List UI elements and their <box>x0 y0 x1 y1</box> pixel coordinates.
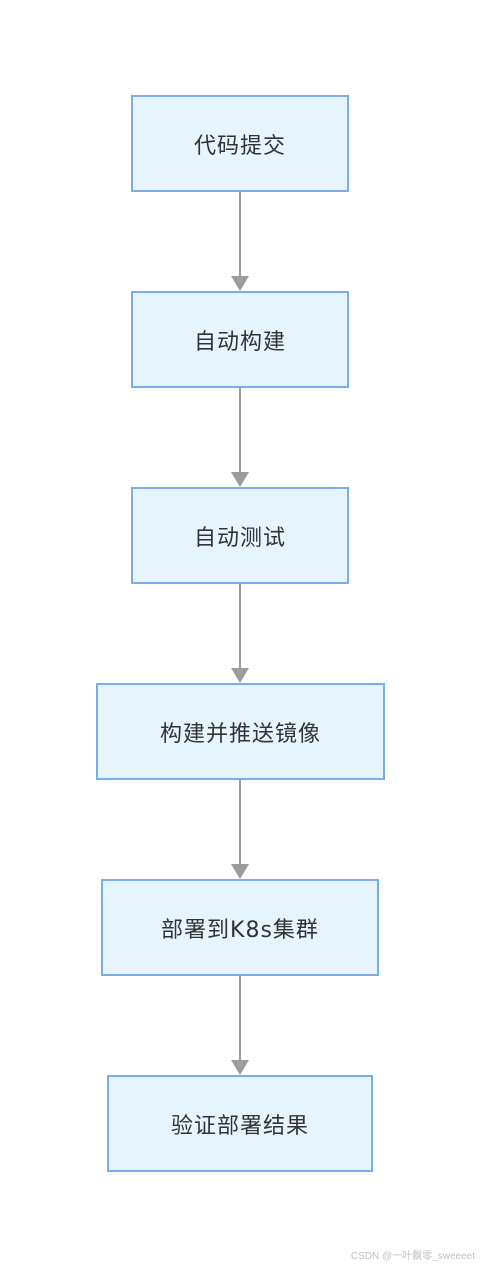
arrow-head-icon <box>231 668 249 683</box>
arrow-line <box>239 388 241 472</box>
arrow-line <box>239 976 241 1060</box>
step-node-auto-test: 自动测试 <box>131 487 349 584</box>
step-label: 代码提交 <box>193 133 286 159</box>
arrow-head-icon <box>231 1060 249 1075</box>
arrow-head-icon <box>231 276 249 291</box>
step-label: 自动测试 <box>193 525 286 551</box>
step-node-deploy-k8s: 部署到K8s集群 <box>101 879 379 976</box>
arrow-line <box>239 192 241 276</box>
step-node-auto-build: 自动构建 <box>131 291 349 388</box>
step-node-build-push-image: 构建并推送镜像 <box>96 683 385 780</box>
watermark: CSDN @一叶飘零_sweeeet <box>350 1251 475 1262</box>
arrow-line <box>239 584 241 668</box>
step-label: 部署到K8s集群 <box>161 917 319 943</box>
step-label: 自动构建 <box>193 329 286 355</box>
arrow-head-icon <box>231 864 249 879</box>
arrow-line <box>239 780 241 864</box>
step-node-code-commit: 代码提交 <box>131 95 349 192</box>
step-label: 构建并推送镜像 <box>159 721 321 747</box>
arrow-head-icon <box>231 472 249 487</box>
step-node-verify-deploy: 验证部署结果 <box>107 1075 373 1172</box>
step-label: 验证部署结果 <box>170 1113 309 1139</box>
